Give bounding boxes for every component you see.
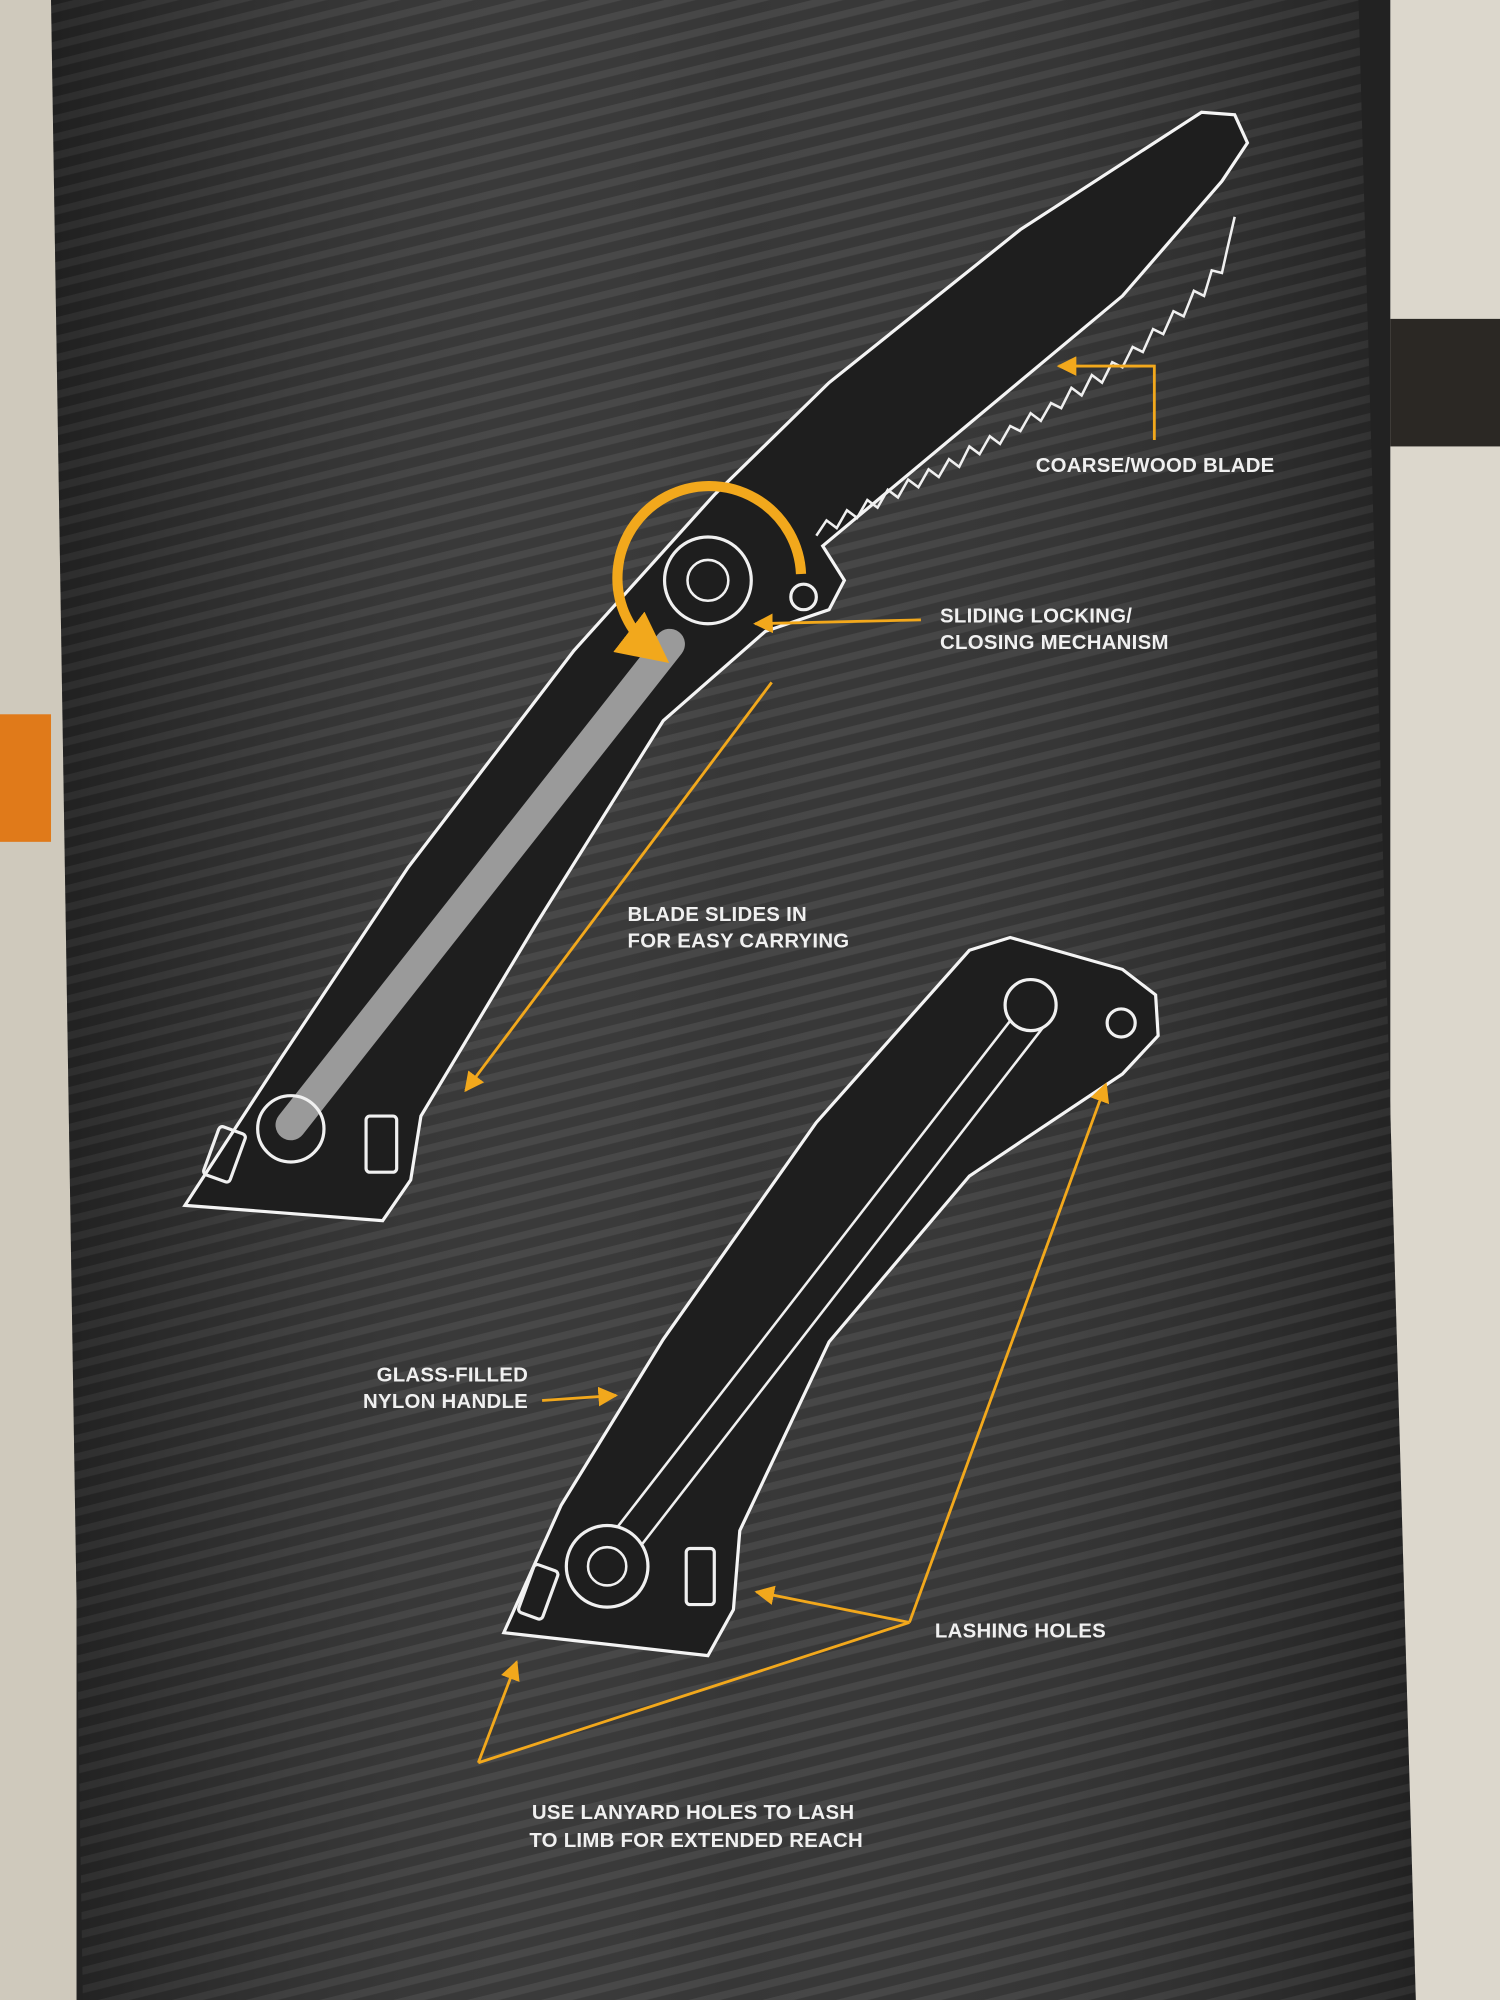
- callout-lanyard-line2: TO LIMB FOR EXTENDED REACH: [529, 1830, 863, 1852]
- callout-arrows: [464, 356, 1156, 1765]
- lashing-hole: [684, 1546, 716, 1607]
- callout-locking-line1: SLIDING LOCKING/: [940, 605, 1132, 627]
- saw-teeth: [815, 216, 1236, 537]
- callout-locking-line2: CLOSING MECHANISM: [940, 632, 1169, 654]
- callout-handle-line1: GLASS-FILLED: [377, 1364, 528, 1386]
- callout-lashing-holes: LASHING HOLES: [935, 1621, 1106, 1643]
- callout-handle-line2: NYLON HANDLE: [363, 1391, 528, 1413]
- pivot-icon: [662, 535, 753, 626]
- rotate-arrow-icon: [612, 480, 807, 664]
- callout-coarse-wood-blade: COARSE/WOOD BLADE: [1036, 455, 1275, 477]
- lashing-hole: [517, 1562, 560, 1621]
- pivot-icon: [564, 1523, 650, 1609]
- callout-slides-line2: FOR EASY CARRYING: [628, 931, 850, 953]
- lashing-hole: [364, 1114, 399, 1174]
- saw-folded-illustration: [501, 935, 1160, 1658]
- callout-slides-line1: BLADE SLIDES IN: [628, 904, 807, 926]
- saw-extended-illustration: [182, 110, 1250, 1223]
- lashing-hole: [202, 1125, 247, 1184]
- callout-lanyard-line1: USE LANYARD HOLES TO LASH: [532, 1802, 854, 1824]
